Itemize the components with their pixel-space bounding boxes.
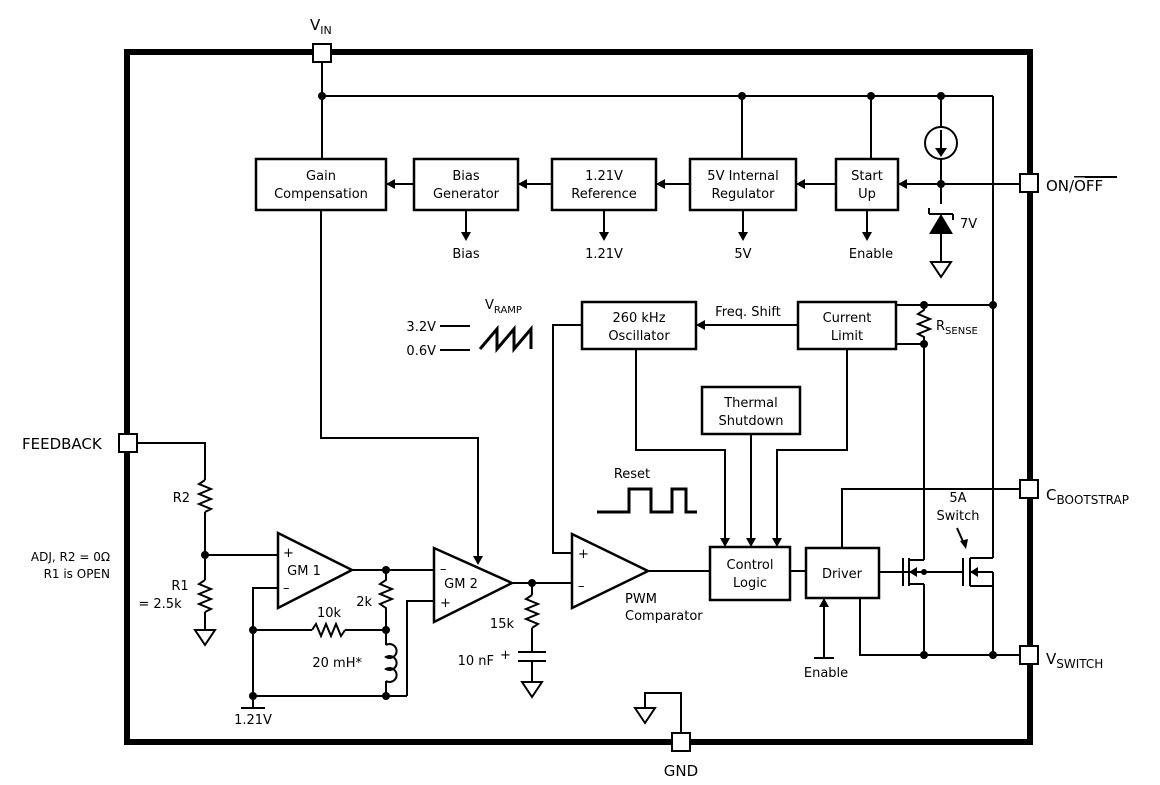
reg-line2: Regulator xyxy=(712,187,776,202)
bias-output-label: Bias xyxy=(452,247,479,262)
logic-line2: Logic xyxy=(733,576,767,591)
bias-gen-line2: Generator xyxy=(433,187,500,202)
enable-bottom-label: Enable xyxy=(804,666,848,681)
cl-line1: Current xyxy=(823,311,872,326)
pin-on-off xyxy=(1019,173,1039,193)
pwm-plus: + xyxy=(578,547,589,562)
ref-line2: Reference xyxy=(571,187,636,202)
rsense-label: RSENSE xyxy=(936,319,978,337)
cbootstrap-label: CBOOTSTRAP xyxy=(1046,486,1129,507)
control-logic-block xyxy=(708,545,792,602)
r2k-label: 2k xyxy=(356,595,372,610)
gnd-label: GND xyxy=(664,762,698,780)
pwm-comparator xyxy=(570,532,651,610)
gm2-plus: + xyxy=(440,596,451,611)
pin-vswitch xyxy=(1019,645,1039,665)
cap-label: 10 nF xyxy=(458,654,494,669)
vin-label: VIN xyxy=(310,16,332,37)
gain-comp-wire xyxy=(320,210,479,556)
inductor-icon xyxy=(384,630,398,696)
ic-outline xyxy=(124,49,1033,745)
gain-comp-line2: Compensation xyxy=(274,187,368,202)
pwm-label-2: Comparator xyxy=(625,609,703,624)
ramp-low-label: 0.6V xyxy=(406,344,436,359)
gm2-minus: – xyxy=(440,562,447,577)
freq-shift-label: Freq. Shift xyxy=(715,305,781,320)
gm2-label: GM 2 xyxy=(444,577,478,592)
oscillator-block xyxy=(580,300,698,351)
reg-line1: 5V Internal xyxy=(707,169,778,184)
gnd-wire xyxy=(644,692,682,735)
enable-top-label: Enable xyxy=(849,247,893,262)
vswitch-wire xyxy=(859,598,1020,659)
inductor-label: 20 mH* xyxy=(312,656,362,671)
control-logic-inputs xyxy=(635,349,848,547)
switch-label-1: 5A xyxy=(949,491,966,506)
logic-line1: Control xyxy=(727,558,774,573)
driver-label: Driver xyxy=(822,567,863,582)
rsense-resistor-icon xyxy=(896,301,997,560)
switch-transistors-icon xyxy=(879,527,994,655)
switch-label-2: Switch xyxy=(937,509,980,524)
pwm-label-1: PWM xyxy=(625,592,657,607)
vswitch-label: VSWITCH xyxy=(1046,650,1103,671)
gm1-label: GM 1 xyxy=(287,564,321,579)
pin-cbootstrap xyxy=(1019,479,1039,499)
bias-gen-line1: Bias xyxy=(452,169,479,184)
ts-line2: Shutdown xyxy=(719,414,784,429)
feedback-label: FEEDBACK xyxy=(22,435,103,453)
ramp-high-label: 3.2V xyxy=(406,320,436,335)
r15k-label: 15k xyxy=(490,617,515,632)
startup-block xyxy=(834,157,900,212)
gm2-amplifier xyxy=(432,546,515,625)
pin-feedback xyxy=(118,433,138,453)
current-limit-block xyxy=(796,300,898,351)
zener-diode-icon xyxy=(928,208,954,262)
ramp-wire xyxy=(552,324,582,554)
ref-output-label: 1.21V xyxy=(585,247,623,262)
top-chain-arrows xyxy=(386,179,836,189)
gm1-plus: + xyxy=(283,546,294,561)
gm1-amplifier xyxy=(276,530,355,611)
bootstrap-wire xyxy=(841,488,1020,548)
cl-line2: Limit xyxy=(831,329,863,344)
ground-icon xyxy=(929,261,953,279)
adj-label-1: ADJ, R2 = 0Ω xyxy=(31,550,110,564)
ramp-waveform-icon xyxy=(440,324,533,354)
pwm-minus: – xyxy=(578,579,585,594)
bias-generator-block xyxy=(412,157,520,212)
on-off-label: ON/OFF xyxy=(1046,177,1103,195)
gain-comp-line1: Gain xyxy=(306,169,336,184)
gain-compensation-block xyxy=(254,157,388,212)
pin-vin xyxy=(312,43,332,63)
r1-label: R1 xyxy=(171,579,188,594)
ref-bottom-label: 1.21V xyxy=(234,713,272,728)
osc-line1: 260 kHz xyxy=(612,311,665,326)
vramp-label: VRAMP xyxy=(485,298,522,316)
ts-line1: Thermal xyxy=(723,396,778,411)
startup-line1: Start xyxy=(851,169,883,184)
ref-line1: 1.21V xyxy=(585,169,623,184)
gm1-minus: – xyxy=(283,581,290,596)
reference-block xyxy=(550,157,658,212)
osc-line2: Oscillator xyxy=(608,329,670,344)
r10k-label: 10k xyxy=(317,606,342,621)
vin-bus xyxy=(318,62,994,558)
pin-gnd xyxy=(671,732,691,752)
reset-waveform-icon xyxy=(597,487,697,514)
r2-label: R2 xyxy=(173,491,190,506)
feedback-divider xyxy=(137,442,217,647)
cap-plus-label: + xyxy=(500,648,511,663)
r1-value-label: = 2.5k xyxy=(138,597,182,612)
startup-line2: Up xyxy=(858,187,876,202)
current-source-icon xyxy=(924,126,958,204)
adj-label-2: R1 is OPEN xyxy=(44,567,110,581)
reset-label: Reset xyxy=(614,467,650,482)
top-block-outputs xyxy=(461,210,872,241)
five-v-output-label: 5V xyxy=(734,247,751,262)
zener-label: 7V xyxy=(960,217,977,232)
regulator-block xyxy=(688,157,798,212)
